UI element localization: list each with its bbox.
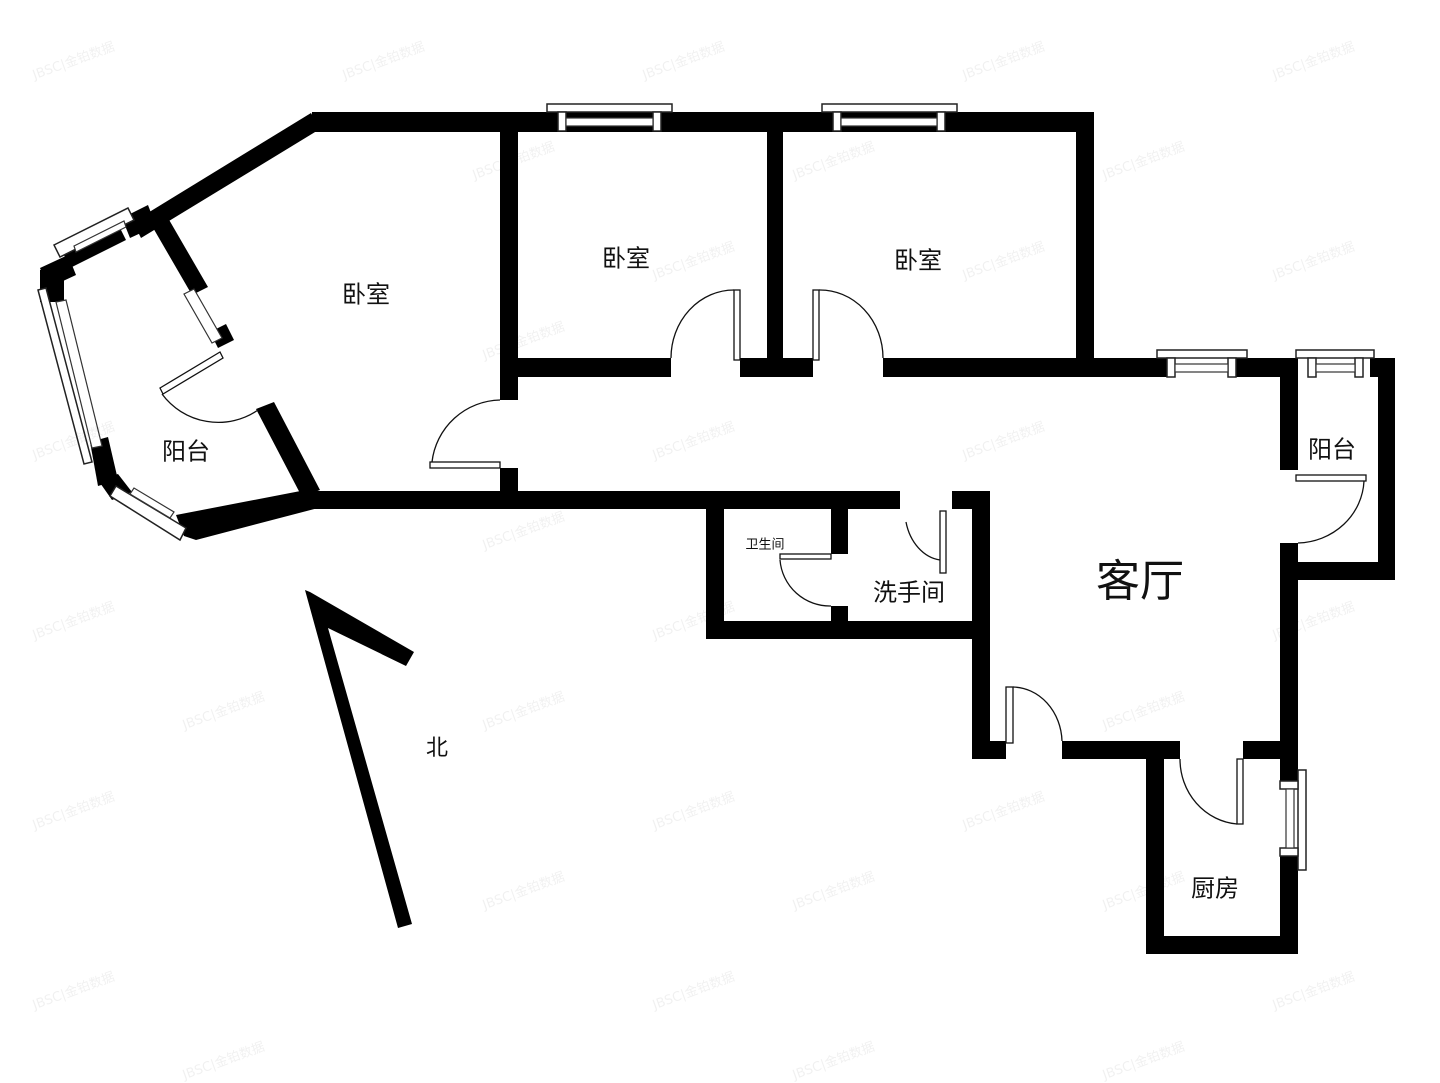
room-label-bedroom-west: 卧室	[342, 280, 390, 309]
room-label-balcony-west: 阳台	[162, 437, 210, 466]
room-label-toilet: 卫生间	[745, 537, 785, 553]
doors	[159, 289, 1367, 825]
door-bedroom-middle	[733, 289, 741, 361]
window-sill-bedroom-middle	[546, 103, 673, 113]
wall-kitchen-west	[1146, 741, 1164, 954]
wall-living-west	[972, 491, 990, 759]
room-label-kitchen: 厨房	[1191, 874, 1239, 903]
window-sill-living	[1156, 349, 1248, 359]
room-label-bedroom-middle: 卧室	[602, 244, 650, 273]
room-label-balcony-east: 阳台	[1308, 435, 1356, 464]
window-balcony-west-bottom	[108, 484, 187, 542]
room-label-living-room: 客厅	[1096, 556, 1184, 607]
wall-living-top	[883, 358, 1173, 377]
wall-north	[312, 112, 1094, 132]
room-label-bedroom-east: 卧室	[894, 246, 942, 275]
window-kitchen	[1285, 788, 1295, 849]
wall-balcony-west-sw	[90, 437, 118, 486]
wall-balcony-west-bottom	[176, 488, 322, 540]
door-bedroom-east	[812, 289, 820, 361]
door-kitchen	[1236, 758, 1244, 825]
window-balcony-east	[1315, 363, 1356, 373]
wall-bedroom-east-right	[1076, 112, 1094, 377]
wall-balcony-west-top-stub	[64, 228, 126, 268]
wall-balcony-east-bottom	[1280, 562, 1395, 580]
wall-living-east	[1280, 543, 1298, 758]
wall-balcony-inner-top	[152, 218, 208, 295]
wall-balcony-west-top-stub2	[122, 205, 156, 238]
compass-north-label: 北	[425, 736, 449, 761]
window-sill-bedroom-east	[821, 103, 958, 113]
north-arrow-icon	[305, 590, 414, 928]
wall-kitchen-east-top	[1280, 741, 1298, 781]
window-balcony-west-top	[52, 206, 136, 259]
window-balcony-inner	[183, 288, 223, 344]
wall-partition-1	[500, 112, 518, 360]
walls	[40, 112, 1395, 954]
window-sill-kitchen	[1297, 769, 1307, 871]
door-entrance	[1005, 686, 1014, 744]
wall-corridor-west-top	[500, 358, 518, 400]
door-washroom	[939, 510, 947, 574]
wall-toilet-partition-top	[831, 509, 848, 554]
window-balcony-west-side	[37, 287, 93, 465]
wall-balcony-east-left	[1280, 358, 1298, 470]
wall-northwest-diagonal	[133, 113, 320, 238]
wall-balcony-east-right	[1378, 358, 1395, 580]
door-balcony-east	[1295, 474, 1367, 482]
windows	[37, 103, 1375, 871]
window-sill-balcony-east	[1295, 349, 1375, 359]
wall-partition-2	[767, 112, 783, 377]
wall-kitchen-east-bottom	[1280, 856, 1298, 954]
wall-living-bottom-left	[972, 741, 1006, 759]
door-balcony-west	[159, 351, 224, 395]
wall-toilet-partition-bottom	[831, 606, 848, 639]
window-bedroom-middle	[565, 117, 654, 127]
room-label-washroom: 洗手间	[873, 578, 945, 607]
door-toilet	[779, 553, 832, 560]
wall-balcony-inner-bottom	[256, 402, 320, 497]
window-living	[1174, 363, 1229, 373]
wall-corridor-bottom	[312, 491, 900, 509]
wall-toilet-west	[706, 509, 724, 639]
window-bedroom-east	[840, 117, 938, 127]
door-corridor-west	[429, 461, 501, 469]
wall-bedroom-middle-bottom-right	[740, 358, 813, 377]
wall-bedroom-middle-bottom-left	[500, 358, 671, 377]
wall-kitchen-bottom	[1146, 936, 1298, 954]
